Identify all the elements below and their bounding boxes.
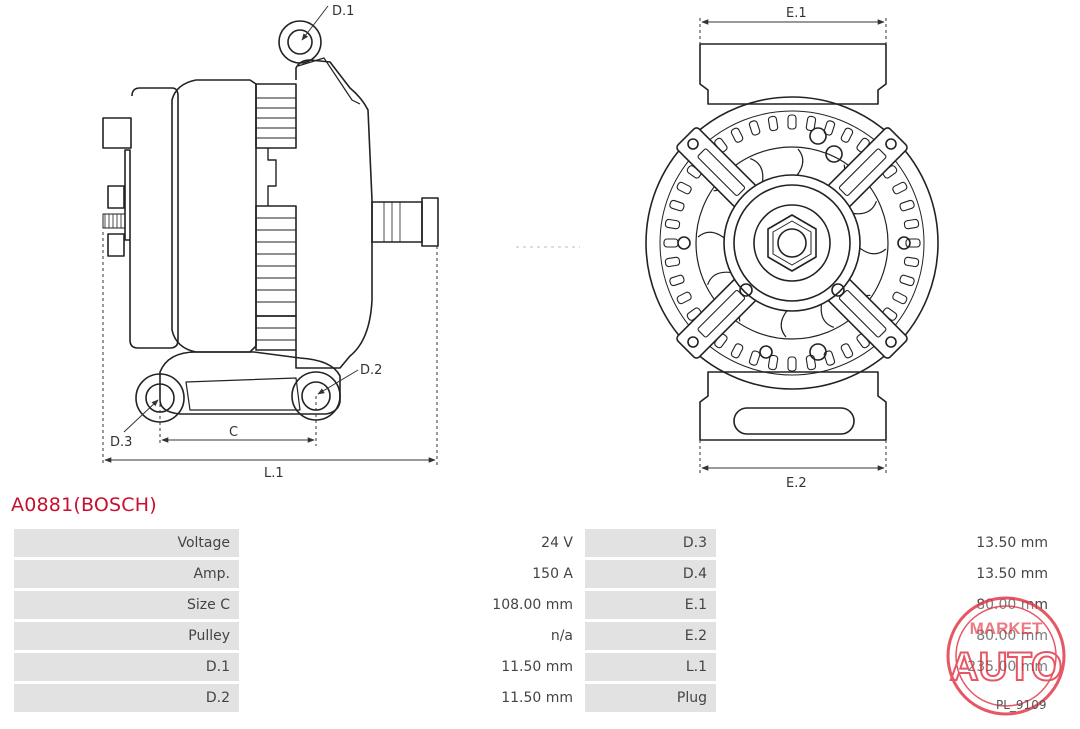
spec-value: 11.50 mm xyxy=(242,684,582,712)
label-e1: E.1 xyxy=(786,6,807,21)
technical-drawing: D.1 D.2 D.3 C L.1 xyxy=(102,4,939,490)
side-dimensions xyxy=(102,5,438,466)
label-e2: E.2 xyxy=(786,476,807,490)
market-auto-logo-icon: MARKET AUTO xyxy=(946,596,1066,716)
spec-label: Plug xyxy=(585,684,716,712)
part-title: A0881(BOSCH) xyxy=(11,494,157,516)
spec-label: D.4 xyxy=(585,560,716,588)
spec-label: Amp. xyxy=(14,560,239,588)
spec-label: D.1 xyxy=(14,653,239,681)
spec-value: 11.50 mm xyxy=(242,653,582,681)
reference-code: PL_9109 xyxy=(996,698,1047,712)
spec-value: 80.00 mm xyxy=(719,622,1057,650)
label-l1: L.1 xyxy=(264,466,284,481)
logo-top-text: MARKET xyxy=(970,619,1043,638)
spec-label: D.3 xyxy=(585,529,716,557)
label-d1: D.1 xyxy=(332,4,354,19)
spec-value: n/a xyxy=(242,622,582,650)
spec-label: D.2 xyxy=(14,684,239,712)
spec-value: 150 A xyxy=(242,560,582,588)
label-d2: D.2 xyxy=(360,363,382,378)
label-d3: D.3 xyxy=(110,435,132,450)
spec-label: Size C xyxy=(14,591,239,619)
front-dimensions xyxy=(699,18,887,474)
front-view xyxy=(645,43,939,441)
spec-value: 108.00 mm xyxy=(242,591,582,619)
spec-label: E.1 xyxy=(585,591,716,619)
spec-row: D.111.50 mmL.1235.00 mm xyxy=(14,653,1057,681)
spec-label: Voltage xyxy=(14,529,239,557)
spec-value: 24 V xyxy=(242,529,582,557)
spec-label: Pulley xyxy=(14,622,239,650)
spec-label: E.2 xyxy=(585,622,716,650)
spec-label: L.1 xyxy=(585,653,716,681)
spec-value: 13.50 mm xyxy=(719,529,1057,557)
label-c: C xyxy=(229,425,238,440)
logo-main-text: AUTO xyxy=(950,645,1063,689)
spec-value: 80.00 mm xyxy=(719,591,1057,619)
side-view xyxy=(102,20,439,423)
spec-value xyxy=(719,684,1057,712)
spec-value: 13.50 mm xyxy=(719,560,1057,588)
spec-value: 235.00 mm xyxy=(719,653,1057,681)
vent-slots xyxy=(663,114,921,372)
